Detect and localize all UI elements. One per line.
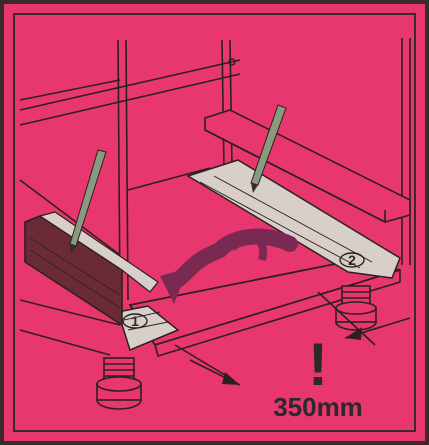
dimension-arrow-right-icon	[345, 327, 362, 340]
move-direction-arrow-icon	[160, 228, 298, 304]
measurement-label: 350mm	[273, 392, 363, 422]
warning-mark-icon: !	[308, 331, 328, 398]
badge-right-label: 2	[348, 252, 356, 268]
base-board	[128, 261, 401, 358]
cabinet-frame	[19, 38, 411, 356]
marker-badge-right: 2	[339, 252, 365, 268]
dimension-arrow-left-icon	[222, 372, 240, 385]
adjustable-foot-right-icon	[335, 285, 377, 331]
screw-hole	[228, 58, 236, 66]
side-panel-dark	[24, 211, 159, 327]
diagram-inner-border	[13, 13, 416, 432]
pencil-left-icon	[69, 149, 107, 254]
shelf-panel	[204, 109, 411, 223]
pencil-right-icon	[250, 104, 287, 193]
marker-badge-left: 1	[122, 313, 148, 329]
badge-left-label: 1	[131, 313, 139, 329]
adjustable-foot-left-icon	[96, 357, 142, 410]
floor-strip-right	[186, 159, 401, 279]
